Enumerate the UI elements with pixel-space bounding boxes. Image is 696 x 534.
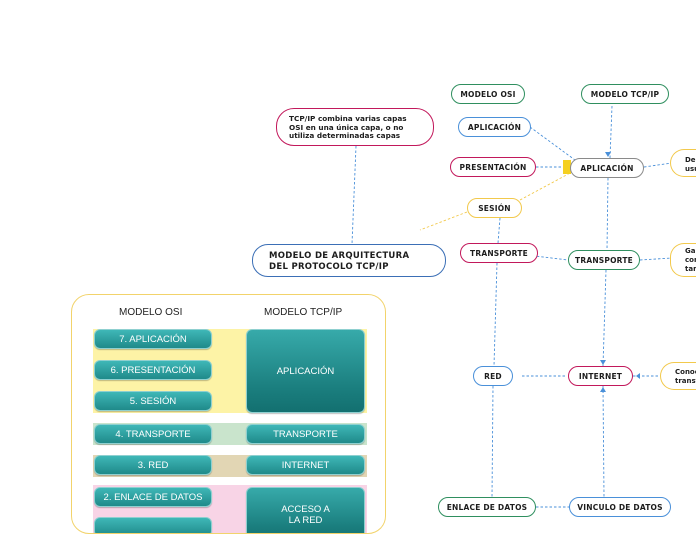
main-title-node[interactable]: MODELO DE ARQUITECTURA DEL PROTOCOLO TCP…: [252, 244, 446, 277]
table-osi-header: MODELO OSI: [119, 307, 183, 318]
modelo-tcpip-node[interactable]: MODELO TCP/IP: [581, 84, 669, 104]
modelo-osi-node[interactable]: MODELO OSI: [451, 84, 525, 104]
side-note-internet[interactable]: Conoc transf: [660, 362, 696, 390]
tcp-internet-node[interactable]: INTERNET: [568, 366, 633, 386]
comparison-table: MODELO OSI MODELO TCP/IP 7. APLICACIÓN 6…: [71, 294, 386, 534]
tcp-layer-aplicacion[interactable]: APLICACIÓN: [246, 329, 365, 413]
osi-presentacion-node[interactable]: PRESENTACIÓN: [450, 157, 536, 177]
osi-transporte-node[interactable]: TRANSPORTE: [460, 243, 538, 263]
osi-layer-2[interactable]: 2. ENLACE DE DATOS: [94, 487, 212, 507]
osi-layer-3[interactable]: 3. RED: [94, 455, 212, 475]
side-note-aplicacion[interactable]: De usu: [670, 149, 696, 177]
osi-layer-6[interactable]: 6. PRESENTACIÓN: [94, 360, 212, 380]
side-note-transporte[interactable]: Gar com tam: [670, 243, 696, 277]
osi-enlace-node[interactable]: ENLACE DE DATOS: [438, 497, 536, 517]
table-tcpip-header: MODELO TCP/IP: [264, 307, 343, 318]
osi-red-node[interactable]: RED: [473, 366, 513, 386]
osi-layer-5[interactable]: 5. SESIÓN: [94, 391, 212, 411]
tcp-layer-acceso[interactable]: ACCESO A LA RED: [246, 487, 365, 533]
tcp-aplicacion-node[interactable]: APLICACIÓN: [570, 158, 644, 178]
osi-layer-4[interactable]: 4. TRANSPORTE: [94, 424, 212, 444]
tcp-transporte-node[interactable]: TRANSPORTE: [568, 250, 640, 270]
osi-aplicacion-node[interactable]: APLICACIÓN: [458, 117, 531, 137]
tcpip-combination-note[interactable]: TCP/IP combina varias capas OSI en una ú…: [276, 108, 434, 146]
tcp-layer-internet[interactable]: INTERNET: [246, 455, 365, 475]
osi-sesion-node[interactable]: SESIÓN: [467, 198, 522, 218]
osi-layer-7[interactable]: 7. APLICACIÓN: [94, 329, 212, 349]
tcp-layer-transporte[interactable]: TRANSPORTE: [246, 424, 365, 444]
tcp-vinculo-node[interactable]: VINCULO DE DATOS: [569, 497, 671, 517]
